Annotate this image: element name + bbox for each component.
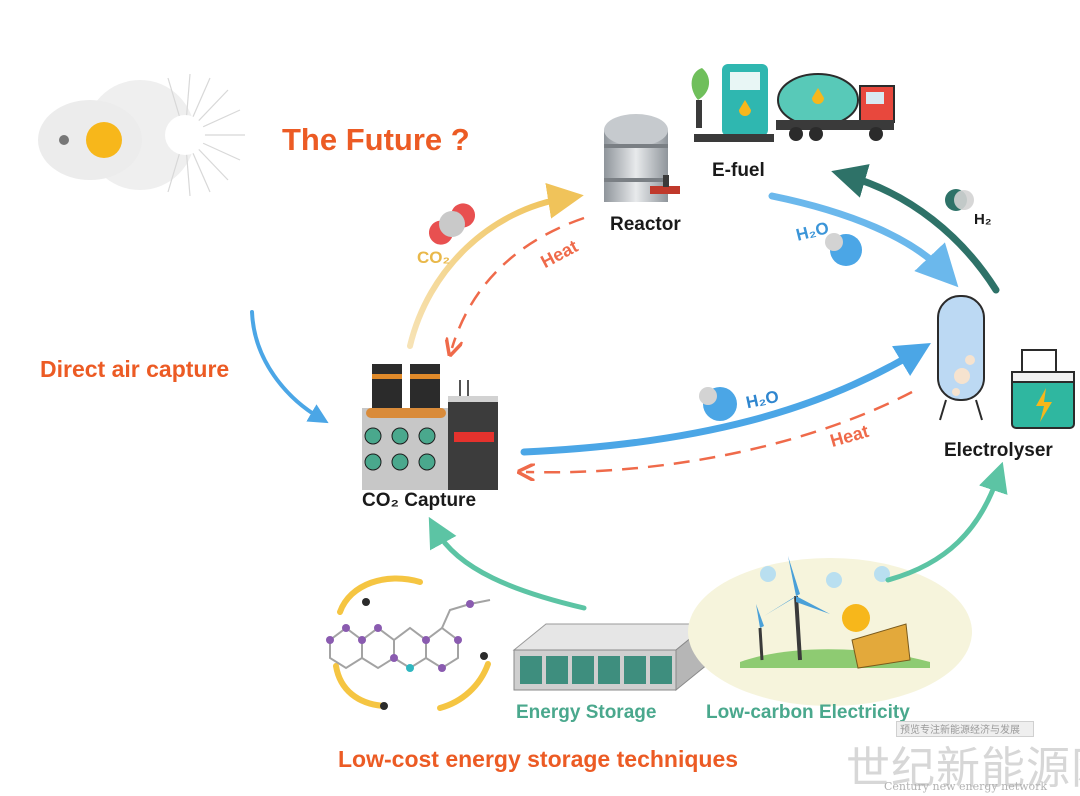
arrow-capture-to-reactor xyxy=(407,183,584,349)
fuel-pump-icon xyxy=(691,64,774,142)
wind-solar-icon xyxy=(688,556,972,706)
direct-air-capture-label: Direct air capture xyxy=(40,356,230,382)
battery-icon xyxy=(1011,349,1075,429)
arrow-water-capture-to-electrolyser xyxy=(520,342,931,456)
energy-storage-label: Energy Storage xyxy=(516,702,657,723)
arrow-direct-air-capture xyxy=(250,310,329,424)
electrolyser-icon xyxy=(937,295,985,421)
electrolyser-label: Electrolyser xyxy=(944,440,1053,461)
diagram-title: The Future ? xyxy=(282,122,470,157)
arrow-heat-reactor-to-capture xyxy=(452,216,585,348)
h2o-molecule-icon-mid xyxy=(699,387,737,421)
arrow-storage-to-capture xyxy=(428,516,587,611)
efuel-label: E-fuel xyxy=(712,160,765,181)
arrow-h2-to-efuel xyxy=(831,164,1000,294)
h2-flow-label: H₂ xyxy=(974,211,992,228)
watermark-caption: 预览专注新能源经济与发展 xyxy=(900,725,1020,736)
tanker-truck-icon xyxy=(776,73,895,141)
co2-flow-label: CO₂ xyxy=(417,248,451,267)
energy-storage-icon xyxy=(512,622,710,692)
watermark-logo-text: 世纪新能源网 xyxy=(846,743,1080,794)
h2o-molecule-icon-top xyxy=(825,233,862,266)
watermark-english: Century new energy network xyxy=(884,780,1048,793)
low-carbon-electricity-label: Low-carbon Electricity xyxy=(706,702,910,723)
h2-molecule-icon xyxy=(945,189,974,211)
low-cost-storage-label: Low-cost energy storage techniques xyxy=(338,746,739,772)
watermark-banner xyxy=(896,721,1034,737)
molecule-icon xyxy=(326,575,491,711)
sun-icon xyxy=(38,73,245,197)
co2-molecule-icon xyxy=(428,203,476,245)
arrow-water-to-electrolyser xyxy=(768,192,959,288)
reactor-label: Reactor xyxy=(610,214,681,235)
reactor-icon xyxy=(604,114,680,202)
co2-capture-plant-icon xyxy=(362,364,498,490)
co2-capture-label: CO₂ Capture xyxy=(362,490,477,511)
arrow-electricity-to-electrolyser xyxy=(885,461,1008,583)
